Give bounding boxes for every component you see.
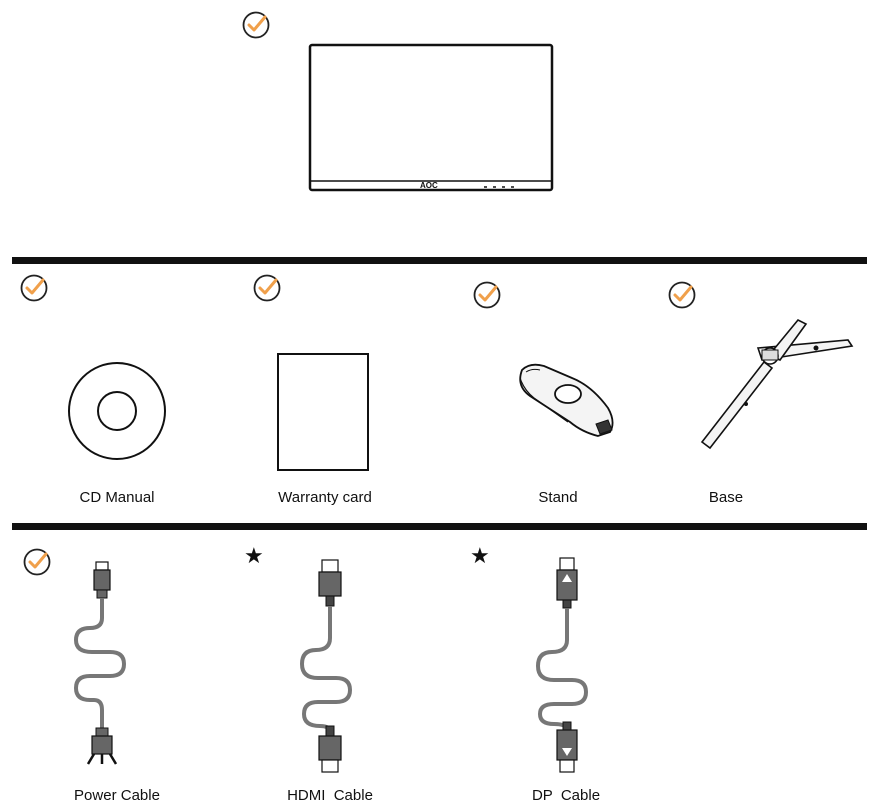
- cd-disc-illustration: [68, 362, 166, 460]
- svg-text:AOC: AOC: [420, 181, 438, 190]
- stand-label: Stand: [538, 489, 578, 506]
- optional-star-icon: ★: [244, 543, 264, 568]
- section-divider: [12, 257, 867, 264]
- optional-star-icon: ★: [470, 543, 490, 568]
- cd-manual-label: CD Manual: [79, 489, 155, 506]
- power-cable-label: Power Cable: [74, 787, 160, 804]
- check-icon: [668, 281, 696, 309]
- stand-illustration: [519, 363, 614, 437]
- check-icon: [242, 11, 270, 39]
- warranty-card-illustration: [277, 353, 369, 471]
- check-icon: [473, 281, 501, 309]
- check-icon: [23, 548, 51, 576]
- monitor-illustration: AOC: [308, 43, 554, 192]
- base-illustration: [700, 318, 854, 450]
- check-icon: [20, 274, 48, 302]
- dp-cable-illustration: [536, 557, 589, 773]
- section-divider: [12, 523, 867, 530]
- dp-cable-label: DP Cable: [531, 787, 601, 804]
- base-label: Base: [708, 489, 744, 506]
- warranty-card-label: Warranty card: [278, 489, 372, 506]
- power-cable-illustration: [73, 561, 127, 765]
- hdmi-cable-illustration: [300, 559, 353, 773]
- hdmi-cable-label: HDMI Cable: [287, 787, 373, 804]
- check-icon: [253, 274, 281, 302]
